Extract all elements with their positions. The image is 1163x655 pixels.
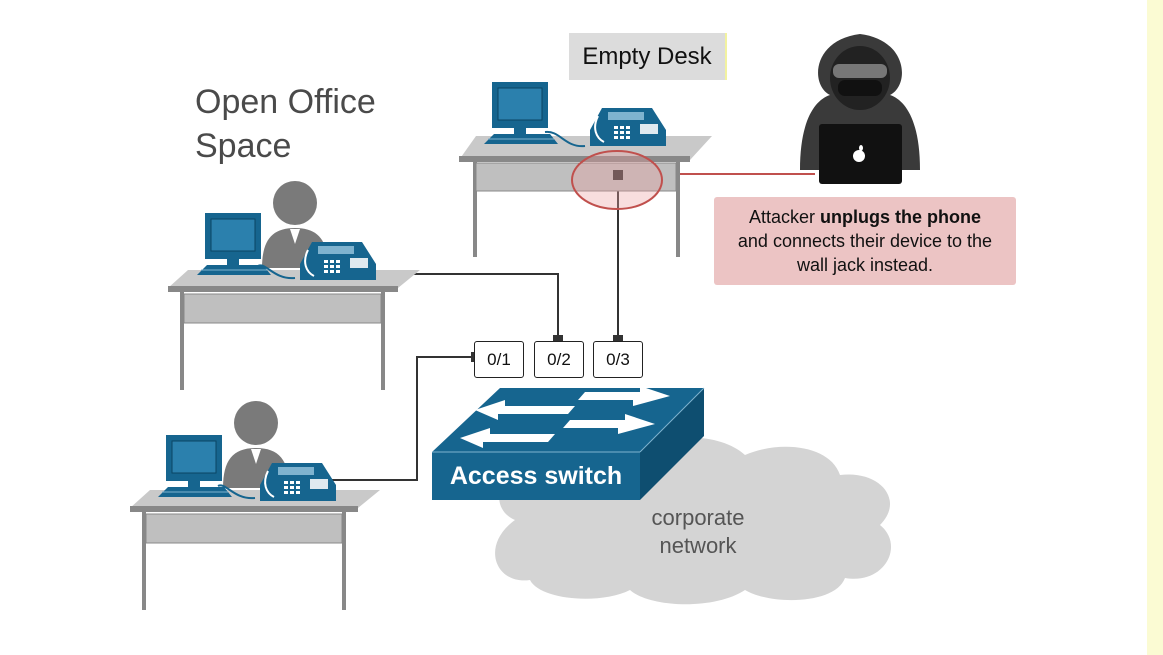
port-0-1-label: 0/1 bbox=[474, 341, 524, 378]
wall-jack-highlight bbox=[571, 150, 663, 210]
network-cables bbox=[330, 176, 619, 481]
office-space-title: Open Office Space bbox=[195, 80, 376, 168]
monitor-icon bbox=[483, 81, 559, 145]
phone-icon bbox=[589, 107, 667, 147]
phone-icon bbox=[299, 241, 377, 281]
monitor-icon bbox=[157, 434, 233, 498]
access-switch-icon bbox=[432, 386, 705, 500]
access-switch-label: Access switch bbox=[449, 461, 623, 490]
phone-icon bbox=[259, 462, 337, 502]
empty-desk-label: Empty Desk bbox=[569, 33, 727, 80]
page-edge-strip bbox=[1147, 0, 1163, 655]
port-0-3-label: 0/3 bbox=[593, 341, 643, 378]
callout-text-prefix: Attacker bbox=[748, 207, 821, 227]
office-desk-workstation-1 bbox=[168, 181, 420, 390]
laptop-icon bbox=[819, 124, 902, 184]
cloud-label-line-2: network bbox=[659, 533, 737, 558]
callout-text-rest: and connects their device to the wall ja… bbox=[737, 231, 993, 275]
attacker-callout: Attacker unplugs the phone and connects … bbox=[714, 197, 1016, 285]
wall-jack-icon bbox=[613, 170, 623, 180]
title-line-2: Space bbox=[195, 127, 292, 165]
port-0-2-label: 0/2 bbox=[534, 341, 584, 378]
corporate-network-label: corporate network bbox=[628, 504, 768, 560]
title-line-1: Open Office bbox=[195, 83, 376, 121]
office-desk-workstation-2 bbox=[130, 401, 380, 610]
cloud-label-line-1: corporate bbox=[651, 505, 745, 530]
callout-bold-text: unplugs the phone bbox=[820, 207, 981, 227]
